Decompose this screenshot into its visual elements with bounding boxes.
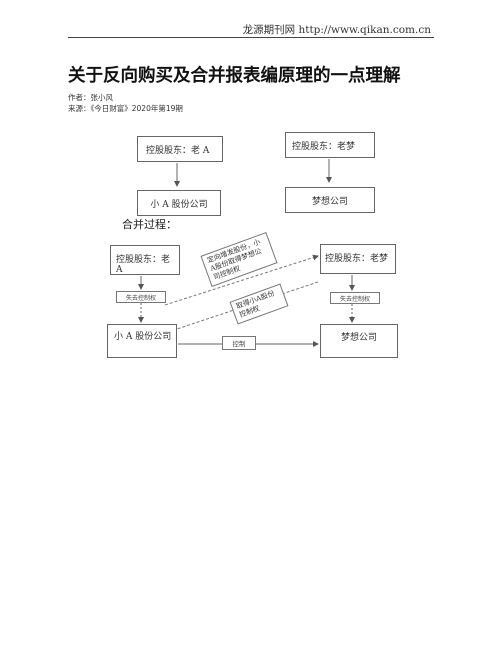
before-left-company-label: 小 A 股份公司 bbox=[150, 199, 208, 210]
before-left-company-box: 小 A 股份公司 bbox=[137, 190, 221, 216]
before-right-company-label: 梦想公司 bbox=[311, 196, 348, 207]
before-right-company-box: 梦想公司 bbox=[285, 187, 375, 213]
after-right-lost-control-box: 失去控制权 bbox=[330, 292, 380, 304]
after-right-holder-label: 控股股东：老梦 bbox=[325, 254, 389, 264]
after-left-holder-box: 控股股东：老 A bbox=[110, 245, 180, 275]
article-source: 来源：《今日财富》2020年第19期 bbox=[68, 104, 183, 113]
header-divider bbox=[68, 37, 434, 38]
after-right-company-box: 梦想公司 bbox=[320, 324, 398, 358]
before-right-holder-box: 控股股东：老梦 bbox=[285, 132, 375, 158]
article-author: 作者：张小风 bbox=[68, 93, 113, 102]
after-left-company-box: 小 A 股份公司 bbox=[107, 324, 177, 358]
after-left-lost-control-label: 失去控制权 bbox=[125, 294, 156, 302]
after-left-lost-control-box: 失去控制权 bbox=[116, 291, 166, 303]
after-left-company-label: 小 A 股份公司 bbox=[114, 332, 172, 342]
before-left-holder-label: 控股股东：老 A bbox=[146, 145, 210, 156]
control-label: 控制 bbox=[232, 340, 246, 348]
before-right-holder-label: 控股股东：老梦 bbox=[292, 141, 356, 152]
control-label-box: 控制 bbox=[222, 336, 256, 350]
after-right-holder-box: 控股股东：老梦 bbox=[320, 244, 396, 274]
arrow-issue-shares bbox=[164, 254, 319, 306]
after-right-lost-control-label: 失去控制权 bbox=[339, 295, 370, 303]
journal-source-header: 龙源期刊网 http://www.qikan.com.cn bbox=[242, 24, 431, 36]
after-right-company-label: 梦想公司 bbox=[340, 333, 377, 343]
after-left-holder-label: 控股股东：老 A bbox=[116, 255, 171, 275]
before-left-holder-box: 控股股东：老 A bbox=[137, 136, 223, 162]
article-title: 关于反向购买及合并报表编原理的一点理解 bbox=[68, 66, 401, 86]
merge-process-label: 合并过程： bbox=[122, 218, 177, 231]
